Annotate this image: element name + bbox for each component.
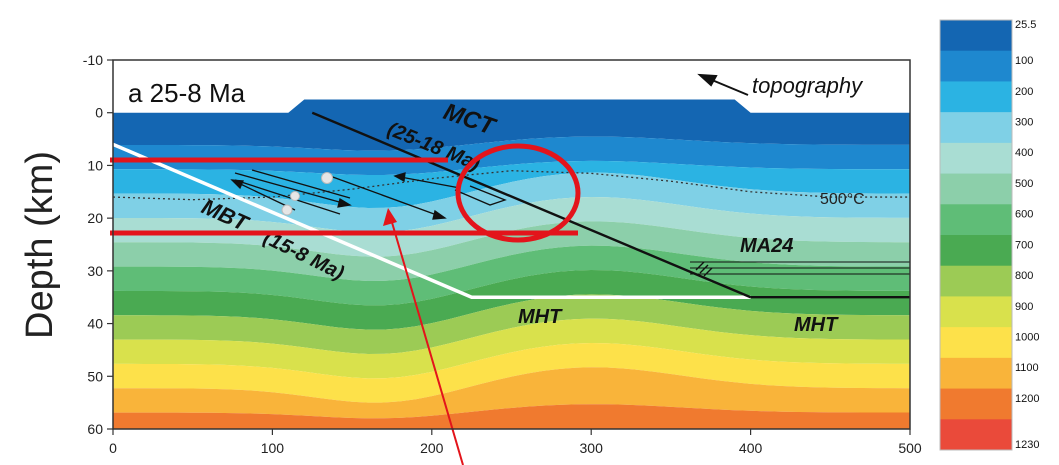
temperature-band-3 (113, 172, 910, 233)
temperature-band-1 (113, 136, 910, 176)
y-tick-label: 60 (87, 421, 103, 437)
x-tick-label: 200 (420, 440, 444, 456)
temperature-band-10 (113, 342, 910, 403)
colorbar-label: 1200 (1015, 393, 1039, 405)
topography-arrow-icon (697, 73, 749, 96)
colorbar-swatch (940, 357, 1012, 390)
colorbar-swatch (940, 265, 1012, 297)
y-axis-label: Depth (km) (19, 151, 61, 339)
plot-area: a 25-8 Ma topography MCT (25-18 Ma) MBT … (110, 59, 911, 465)
colorbar-label: 500 (1015, 178, 1033, 190)
colorbar-swatch (940, 142, 1012, 175)
temperature-band-2 (113, 160, 910, 209)
y-axis: -10 0 10 20 30 40 50 60 (83, 52, 113, 437)
colorbar-swatch (940, 204, 1012, 236)
x-tick-label: 500 (898, 440, 922, 456)
colorbar: 25.5 100 200 300 400 500 600 700 800 900 1000 1100 1… (939, 19, 1039, 451)
colorbar-label: 100 (1015, 55, 1033, 67)
colorbar-label: 300 (1015, 117, 1033, 129)
colorbar-label: 800 (1015, 270, 1033, 282)
colorbar-swatch (940, 173, 1012, 205)
mht-right-label: MHT (794, 314, 839, 336)
ma24-arrows-icon (695, 261, 713, 277)
temperature-band-9 (113, 318, 910, 379)
temperature-band-13 (566, 428, 624, 429)
red-highlight-overlay (110, 143, 581, 465)
mbt-fault-line (112, 142, 751, 299)
colorbar-label: 600 (1015, 209, 1033, 221)
y-tick-label: 30 (87, 263, 103, 279)
red-arrow-head-icon (383, 208, 397, 226)
mct-fault-line (311, 111, 752, 299)
colorbar-swatch (940, 20, 1012, 52)
colorbar-label: 25.5 (1015, 19, 1036, 31)
y-tick-label: -10 (83, 52, 103, 68)
colorbar-swatch (940, 296, 1012, 328)
isotherm-500-label: 500°C (820, 191, 865, 208)
x-tick-label: 400 (739, 440, 763, 456)
colorbar-label: 900 (1015, 301, 1033, 313)
kinematic-arrows (230, 169, 507, 220)
topography-label: topography (752, 73, 864, 98)
y-tick-label: 10 (87, 157, 103, 173)
colorbar-swatch (940, 81, 1012, 113)
colorbar-label: 400 (1015, 147, 1033, 159)
colorbar-swatch (940, 112, 1012, 144)
temperature-band-12 (113, 404, 910, 429)
colorbar-frame (939, 19, 1013, 451)
ma24-shear-lines (690, 261, 910, 275)
temperature-band-11 (113, 367, 910, 419)
temperature-band-6 (113, 245, 910, 306)
x-axis: 0 100 200 300 400 500 (109, 429, 922, 456)
colorbar-label: 1000 (1015, 332, 1039, 344)
y-tick-label: 0 (95, 105, 103, 121)
temperature-band-7 (113, 269, 910, 330)
colorbar-swatch (940, 327, 1012, 359)
x-tick-label: 300 (580, 440, 604, 456)
isotherm-500-line (113, 170, 910, 201)
colorbar-swatch (940, 419, 1012, 451)
sample-points (281, 172, 333, 216)
red-arrow-shaft (390, 218, 464, 465)
y-tick-label: 20 (87, 210, 103, 226)
colorbar-swatch (940, 388, 1012, 420)
y-tick-label: 50 (87, 368, 103, 384)
colorbar-label: 1100 (1015, 362, 1039, 374)
plot-frame (112, 59, 911, 430)
red-circle (455, 143, 581, 243)
x-tick-label: 0 (109, 440, 117, 456)
temperature-band-0 (113, 99, 910, 151)
colorbar-label: 200 (1015, 86, 1033, 98)
colorbar-swatch (940, 50, 1012, 82)
temperature-bands (113, 99, 910, 429)
colorbar-label: 700 (1015, 239, 1033, 251)
colorbar-swatch (940, 235, 1012, 267)
ma24-label: MA24 (740, 235, 793, 257)
mht-center-label: MHT (518, 306, 563, 328)
temperature-band-4 (113, 196, 910, 257)
temperature-band-5 (113, 221, 910, 281)
x-tick-label: 100 (261, 440, 285, 456)
panel-label: a 25-8 Ma (128, 78, 246, 108)
y-tick-label: 40 (87, 316, 103, 332)
temperature-band-8 (113, 294, 910, 354)
colorbar-label: 1230 (1015, 439, 1039, 451)
